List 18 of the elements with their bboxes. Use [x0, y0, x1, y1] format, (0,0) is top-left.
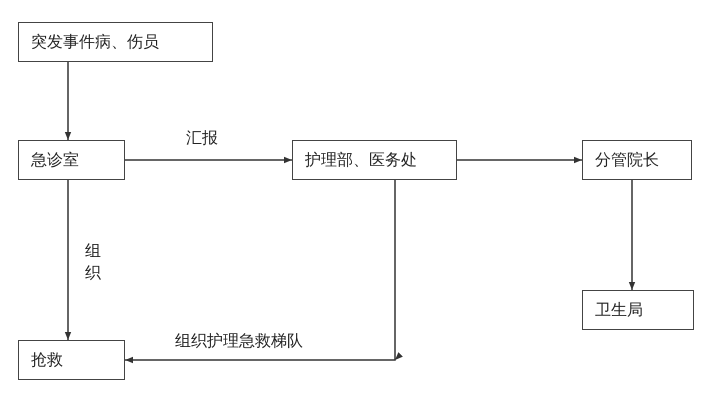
process-box: [18, 140, 125, 180]
arrow: [64, 62, 72, 140]
process-box: [292, 140, 457, 180]
process-box: [18, 22, 213, 62]
arrow: [64, 180, 72, 340]
arrow: [125, 180, 403, 364]
arrow: [125, 156, 292, 164]
box-label: 抢救: [31, 350, 63, 370]
process-box: [582, 290, 694, 330]
box-label: 突发事件病、伤员: [31, 32, 159, 52]
box-label: 护理部、医务处: [305, 150, 417, 170]
process-box: [582, 140, 692, 180]
box-label: 卫生局: [595, 300, 643, 320]
box-label: 急诊室: [31, 150, 79, 170]
box-label: 分管院长: [595, 150, 659, 170]
process-box: [18, 340, 125, 380]
arrow: [457, 156, 582, 164]
arrow: [628, 180, 636, 290]
